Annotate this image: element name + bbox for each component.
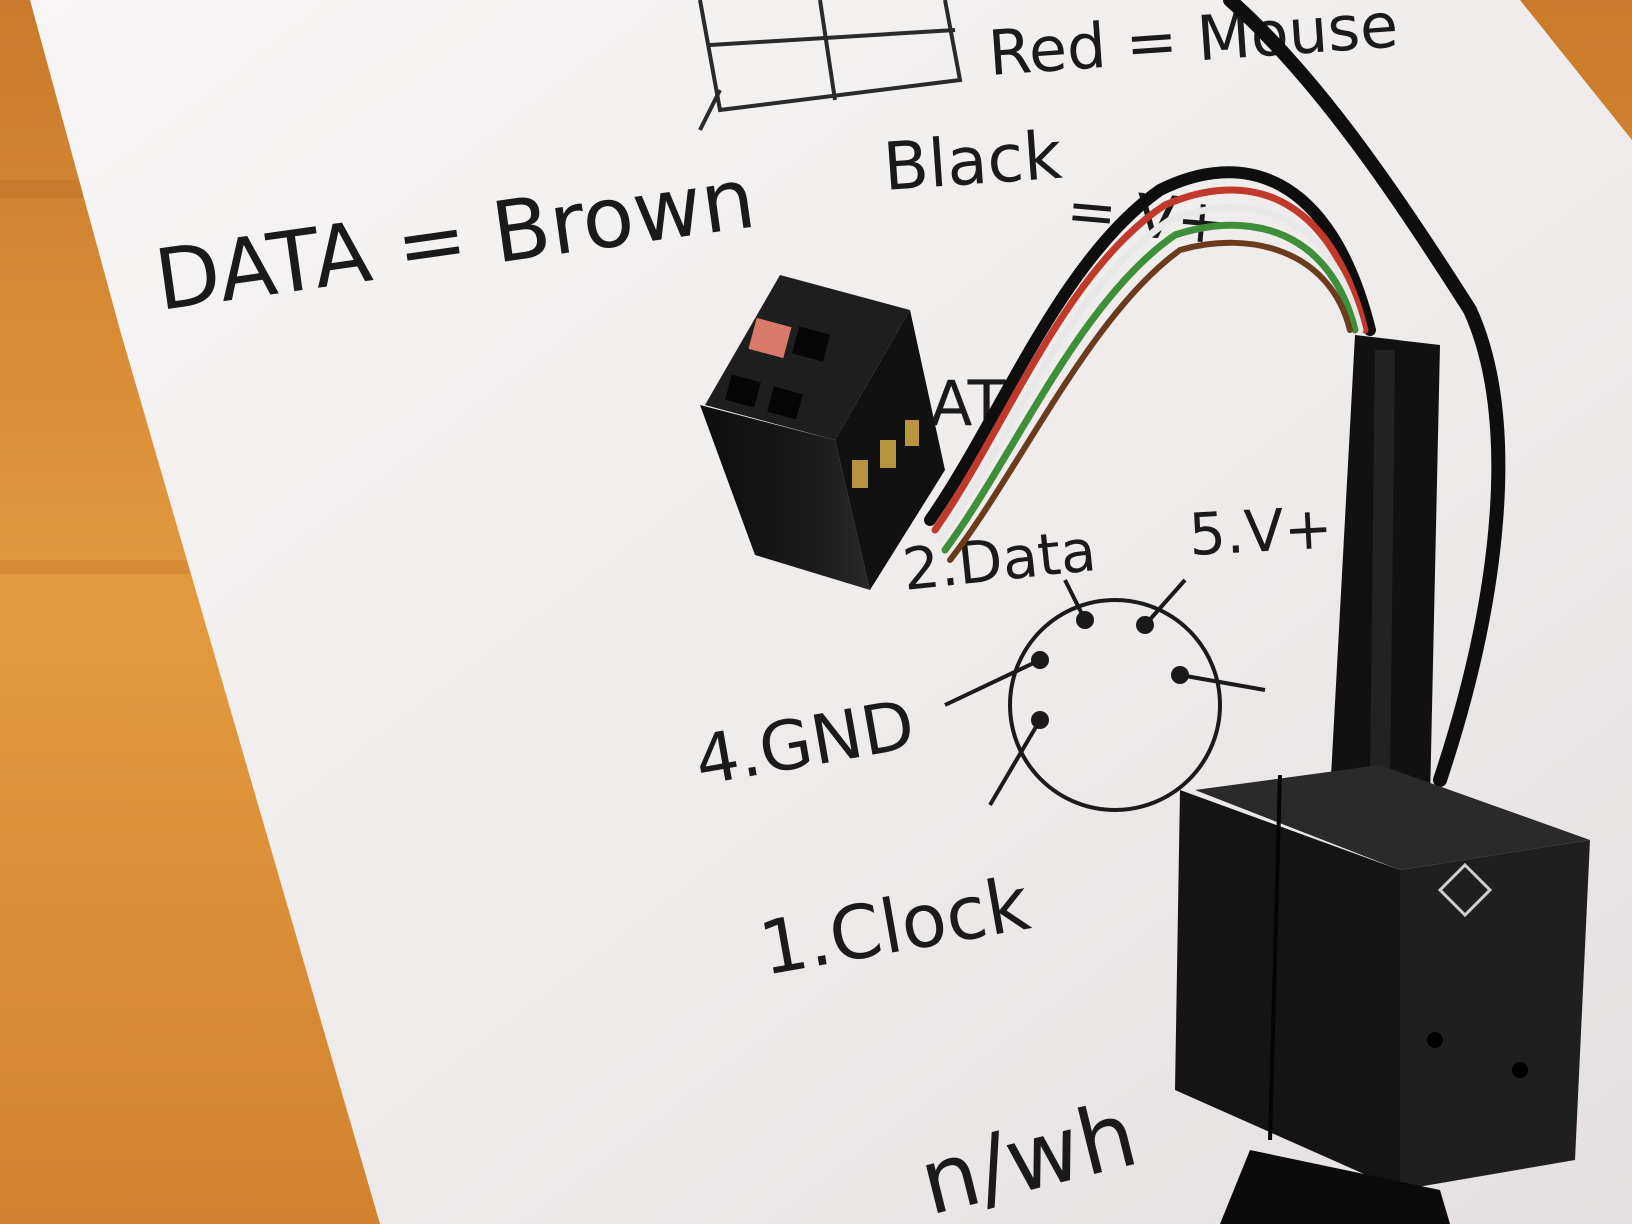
din-connector — [1175, 765, 1590, 1224]
note-black: Black — [881, 117, 1065, 206]
note-pin-vplus: 5.V+ — [1187, 494, 1334, 569]
din-pinout-diagram — [944, 578, 1266, 812]
header-connector — [700, 275, 945, 590]
wire-bundle — [924, 166, 1376, 563]
black-cable — [1223, 0, 1506, 787]
sketch-grid — [698, 0, 963, 131]
table-stripe — [0, 560, 200, 574]
cable-sheath-highlight — [1370, 350, 1395, 780]
